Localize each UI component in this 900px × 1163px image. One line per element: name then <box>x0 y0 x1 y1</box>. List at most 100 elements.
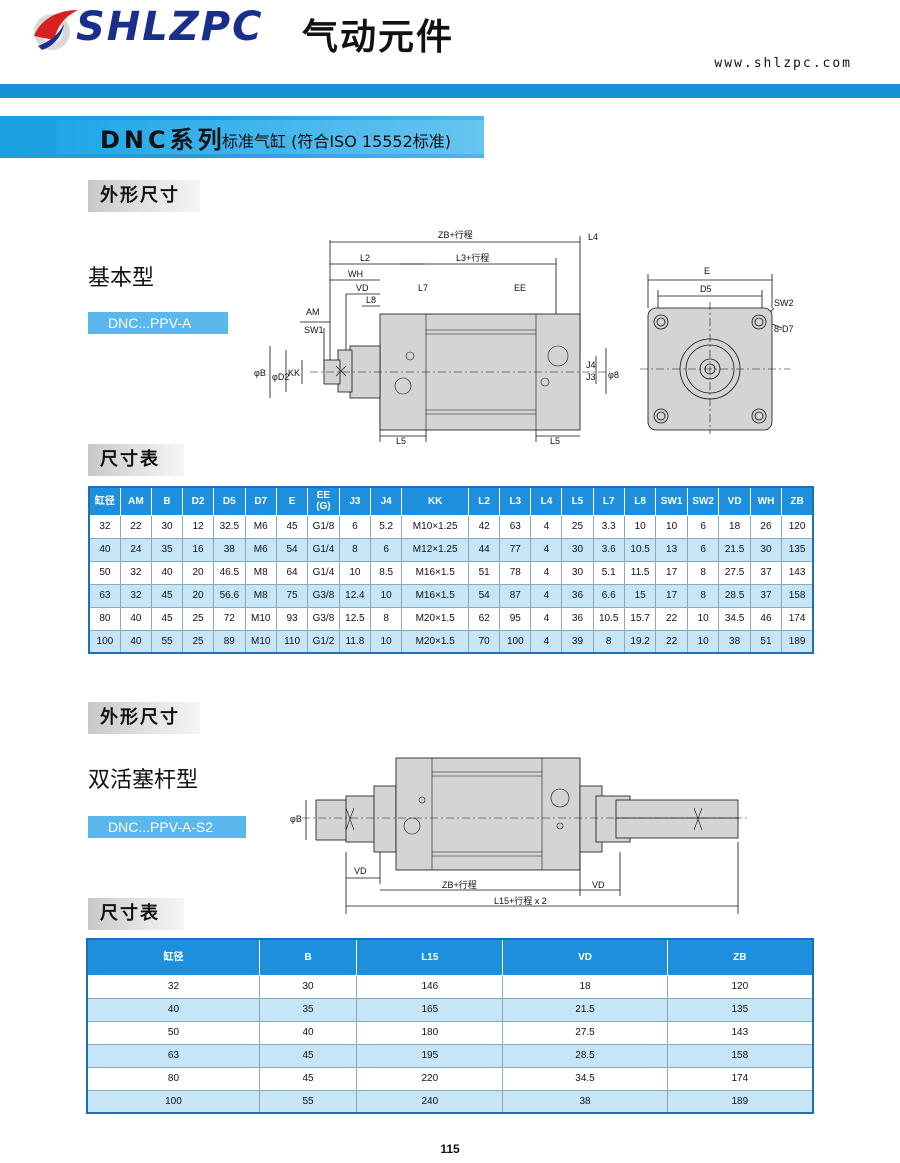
table-cell: 8 <box>370 606 403 631</box>
section-tab-dimensions: 外形尺寸 <box>88 180 200 212</box>
table-cell: 30 <box>258 974 358 999</box>
table-cell: M8 <box>244 583 277 608</box>
table-cell: 37 <box>749 560 783 585</box>
table-cell: 46 <box>749 606 783 631</box>
column-header: SW2 <box>686 486 720 516</box>
table-cell: M8 <box>244 560 277 585</box>
model-code-double-rod: DNC...PPV-A-S2 <box>88 816 246 838</box>
table-cell: 16 <box>182 537 215 562</box>
table-cell: 10.5 <box>592 606 625 631</box>
table-cell: 54 <box>468 583 501 608</box>
header-divider-bar <box>0 84 900 98</box>
table-cell: 22 <box>119 514 153 539</box>
table-cell: 32 <box>88 514 121 539</box>
table-cell: 100 <box>499 629 532 654</box>
column-header: L4 <box>530 486 563 516</box>
table-cell: 4 <box>530 629 563 654</box>
column-header: D2 <box>182 486 215 516</box>
column-header: D5 <box>213 486 246 516</box>
section-tab-size-table-2: 尺寸表 <box>88 898 184 930</box>
table-cell: 10 <box>370 629 403 654</box>
table-cell: 8 <box>592 629 625 654</box>
table-cell: 20 <box>182 560 215 585</box>
table-cell: 5.2 <box>370 514 403 539</box>
series-name: DNC系列 <box>100 126 226 154</box>
section-tab-size-table: 尺寸表 <box>88 444 184 476</box>
table-cell: 36 <box>561 583 594 608</box>
table-cell: G1/2 <box>307 629 340 654</box>
logo-text: SHLZPC <box>76 4 264 50</box>
table-cell: 180 <box>356 1020 504 1045</box>
table-cell: 135 <box>666 997 814 1022</box>
table-cell: 54 <box>275 537 309 562</box>
table-cell: M20×1.5 <box>401 606 470 631</box>
page-header: SHLZPC 气动元件 www.shlzpc.com <box>0 0 900 100</box>
table-cell: 93 <box>275 606 309 631</box>
table-cell: 35 <box>151 537 184 562</box>
table-cell: 100 <box>86 1089 260 1114</box>
table-cell: 10 <box>623 514 657 539</box>
dim-label-ee: EE <box>514 283 526 293</box>
table-cell: 32 <box>86 974 260 999</box>
table-cell: 3.6 <box>592 537 625 562</box>
dim-label-l5-left: L5 <box>396 436 406 446</box>
table-cell: G1/4 <box>307 537 340 562</box>
dim-label-zb: ZB+行程 <box>438 229 473 240</box>
column-header: B <box>151 486 184 516</box>
table-cell: 10 <box>370 583 403 608</box>
column-header: ZB <box>781 486 814 516</box>
table-cell: M10 <box>244 629 277 654</box>
table-cell: 30 <box>749 537 783 562</box>
column-header: L7 <box>592 486 625 516</box>
basic-cylinder-end-drawing: E D5 SW2 8-D7 <box>640 266 794 434</box>
table-cell: 12.4 <box>338 583 372 608</box>
table-cell: 10 <box>338 560 372 585</box>
website-url[interactable]: www.shlzpc.com <box>714 56 852 71</box>
table-cell: 63 <box>88 583 121 608</box>
table-cell: 8 <box>338 537 372 562</box>
table-cell: 51 <box>468 560 501 585</box>
dim-label-phi-d2: φD2 <box>272 372 289 382</box>
table-cell: 51 <box>749 629 783 654</box>
table-cell: 45 <box>151 583 184 608</box>
table-cell: M6 <box>244 537 277 562</box>
table-cell: 4 <box>530 583 563 608</box>
table-cell: 6 <box>686 514 720 539</box>
table-cell: 17 <box>655 583 688 608</box>
table-cell: 8 <box>686 560 720 585</box>
table-cell: 50 <box>86 1020 260 1045</box>
table-cell: 72 <box>213 606 246 631</box>
table-cell: 70 <box>468 629 501 654</box>
table-cell: 42 <box>468 514 501 539</box>
table-cell: 40 <box>151 560 184 585</box>
table-cell: 30 <box>561 560 594 585</box>
column-header: AM <box>119 486 153 516</box>
table-cell: 32.5 <box>213 514 246 539</box>
table-cell: 6.6 <box>592 583 625 608</box>
dim-label-l4: L4 <box>588 232 598 242</box>
table-cell: 22 <box>655 606 688 631</box>
table-cell: 75 <box>275 583 309 608</box>
table-cell: G1/8 <box>307 514 340 539</box>
dim-label-d7: 8-D7 <box>774 324 794 334</box>
table-cell: 38 <box>718 629 751 654</box>
table-cell: 50 <box>88 560 121 585</box>
dim-label-e: E <box>704 266 710 276</box>
table-cell: 40 <box>258 1020 358 1045</box>
table-cell: 40 <box>88 537 121 562</box>
table-cell: 28.5 <box>502 1043 668 1068</box>
table-cell: 10 <box>686 629 720 654</box>
column-header: 缸径 <box>86 938 260 976</box>
table-cell: 146 <box>356 974 504 999</box>
table-cell: 120 <box>666 974 814 999</box>
dim-label-am: AM <box>306 307 320 317</box>
table-cell: 25 <box>182 606 215 631</box>
column-header: L2 <box>468 486 501 516</box>
